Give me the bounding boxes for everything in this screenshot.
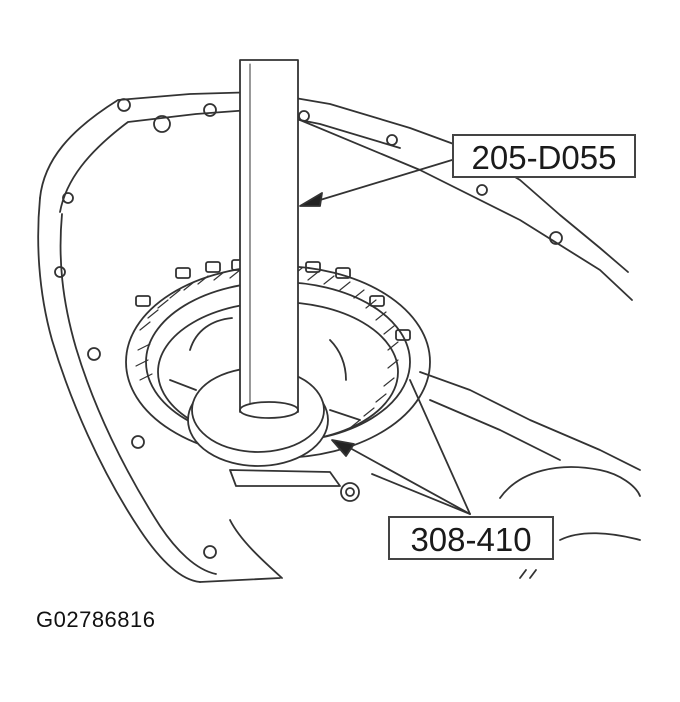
leader-bottom xyxy=(331,379,471,515)
leader-top xyxy=(299,159,453,207)
tool-label: 308-410 xyxy=(410,521,532,558)
hub-detail xyxy=(169,317,361,421)
figure-id: G02786816 xyxy=(36,607,156,632)
flange-bolt-holes xyxy=(54,98,563,559)
gear-teeth xyxy=(135,267,399,429)
lower-gear-segment xyxy=(229,469,341,487)
case-lower-edge xyxy=(199,519,283,583)
tool-callout-205-d055: 205-D055 xyxy=(452,134,636,178)
bolt-marks xyxy=(519,569,537,579)
housing-bottom-curve xyxy=(559,532,641,541)
housing-right-lower xyxy=(419,371,641,471)
case-left-inner xyxy=(59,213,217,575)
housing-right-line xyxy=(299,119,633,301)
case-left-edge xyxy=(37,197,201,583)
case-flange-outline xyxy=(39,91,629,273)
tool-label: 205-D055 xyxy=(471,139,617,176)
driver-handle xyxy=(239,59,299,419)
housing-bottom-right xyxy=(499,466,641,499)
case-flange-inner xyxy=(59,109,401,213)
ring-lugs xyxy=(135,259,411,341)
tool-callout-308-410: 308-410 xyxy=(388,516,554,560)
